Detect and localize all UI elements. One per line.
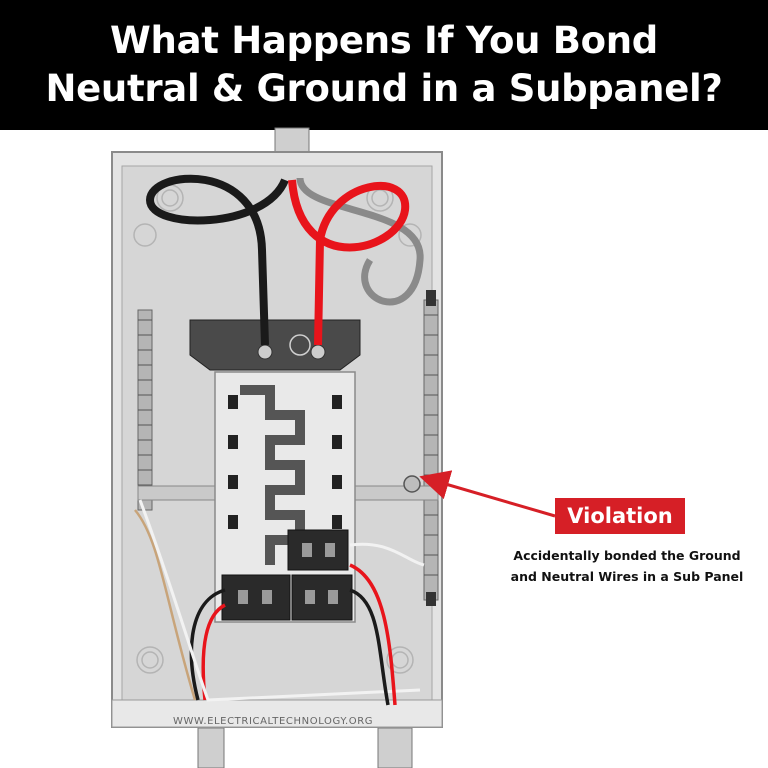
- violation-caption-line-1: Accidentally bonded the Ground: [513, 548, 741, 563]
- ground-bar-left: [137, 309, 153, 511]
- black-feeder-wire: [145, 174, 289, 346]
- light-bulb-icon: [289, 334, 311, 356]
- grey-feeder-wire: [296, 177, 424, 306]
- red-feeder-wire: [288, 179, 410, 346]
- ground-wire-copper: [134, 509, 197, 701]
- violation-badge: Violation: [555, 498, 685, 534]
- violation-caption-line-2: and Neutral Wires in a Sub Panel: [510, 569, 744, 584]
- branch-white-wire-left: [138, 499, 421, 702]
- bottom-conduit-left: [197, 727, 225, 768]
- bottom-conduit-right: [377, 727, 413, 768]
- circuit-breakers: [221, 529, 353, 621]
- watermark: WWW.ELECTRICALTECHNOLOGY.ORG: [173, 716, 374, 727]
- branch-black-wire-left: [189, 588, 226, 701]
- knockouts: [133, 184, 422, 674]
- branch-red-wire-right: [349, 563, 397, 706]
- title-banner: What Happens If You Bond Neutral & Groun…: [0, 0, 768, 130]
- bonding-screw: [403, 475, 421, 493]
- title-line-2: Neutral & Ground in a Subpanel?: [45, 67, 723, 110]
- main-breaker-housing: [189, 319, 361, 371]
- violation-arrow: [419, 470, 556, 518]
- branch-black-wire-right: [349, 588, 390, 706]
- branch-white-wire-right: [349, 542, 425, 567]
- title-line-1: What Happens If You Bond: [110, 19, 658, 62]
- neutral-bar-right: [423, 290, 439, 606]
